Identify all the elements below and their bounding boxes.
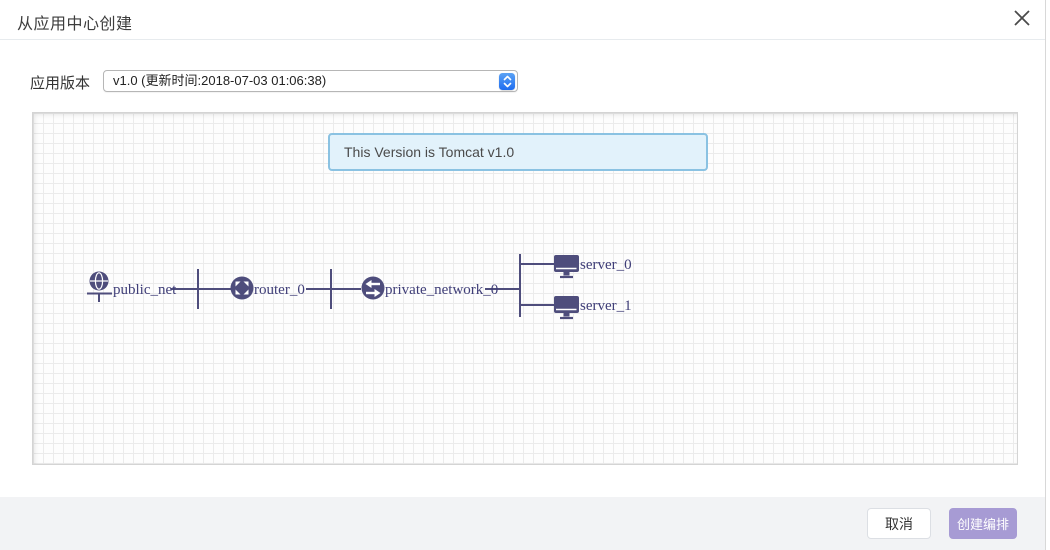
dialog-footer: 取消 创建编排 — [0, 497, 1045, 550]
cancel-button[interactable]: 取消 — [867, 508, 931, 539]
node-label-server-1: server_1 — [580, 298, 632, 314]
topology-canvas: This Version is Tomcat v1.0 — [32, 112, 1018, 465]
node-label-server-0: server_0 — [580, 257, 632, 273]
app-version-select[interactable]: v1.0 (更新时间:2018-07-03 01:06:38) — [103, 70, 518, 92]
node-router[interactable]: router_0 — [230, 276, 305, 300]
app-version-label: 应用版本 — [30, 75, 91, 92]
node-private-network[interactable]: private_network_0 — [361, 276, 499, 300]
create-orchestration-button[interactable]: 创建编排 — [949, 508, 1017, 539]
node-label-public-net: public_net — [113, 282, 177, 298]
select-stepper-icon — [499, 72, 515, 90]
version-tooltip-text: This Version is Tomcat v1.0 — [344, 144, 515, 160]
node-label-private-network: private_network_0 — [385, 282, 498, 298]
close-icon[interactable] — [1013, 9, 1031, 27]
dialog-title: 从应用中心创建 — [17, 16, 133, 33]
node-server-1[interactable]: server_1 — [554, 296, 632, 320]
node-server-0[interactable]: server_0 — [554, 255, 632, 279]
node-public-net[interactable]: public_net — [87, 271, 177, 303]
topology-diagram: public_net router_0 private_network_0 — [87, 254, 632, 320]
app-version-selected-value: v1.0 (更新时间:2018-07-03 01:06:38) — [113, 73, 327, 88]
node-label-router: router_0 — [254, 282, 305, 298]
version-tooltip: This Version is Tomcat v1.0 — [328, 133, 708, 171]
dialog-header: 从应用中心创建 — [0, 0, 1045, 40]
